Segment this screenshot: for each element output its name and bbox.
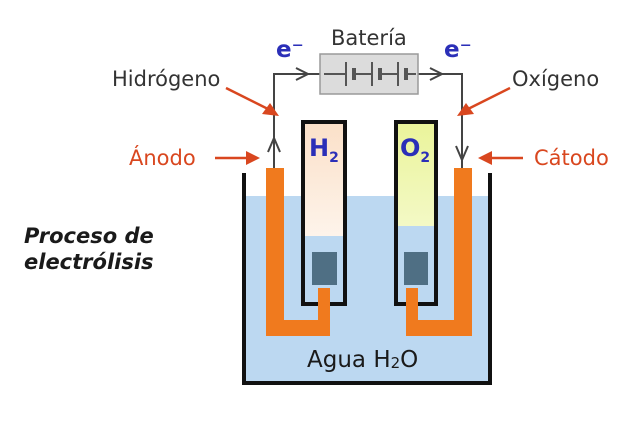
hydrogen-pointer-arrow: [225, 86, 279, 116]
oxygen-electrode-plate: [404, 252, 428, 285]
o2-subscript: 2: [420, 149, 431, 166]
cathode-pointer-arrow: [478, 151, 523, 165]
oxygen-label: Oxígeno: [512, 67, 600, 91]
h2-formula: H2: [309, 136, 339, 165]
water-suffix: O: [400, 347, 419, 373]
water: [246, 196, 488, 381]
h2-subscript: 2: [329, 149, 339, 166]
anode-pointer-arrow: [215, 151, 260, 165]
anode-electrode: [266, 168, 330, 336]
cathode-label: Cátodo: [534, 146, 609, 170]
electron-right-label: e⁻: [444, 37, 472, 63]
process-title-line2: electrólisis: [24, 250, 154, 274]
o2-formula: O2: [400, 136, 430, 165]
cathode-electrode: [406, 168, 472, 336]
o2-symbol: O: [400, 134, 421, 162]
battery-label: Batería: [331, 26, 407, 50]
water-subscript: 2: [390, 354, 401, 372]
container: [242, 173, 492, 385]
h2-symbol: H: [309, 134, 330, 162]
current-arrow-left-top: [295, 67, 311, 81]
anode-label: Ánodo: [129, 146, 196, 170]
process-title-line1: Proceso de: [24, 224, 154, 248]
hydrogen-electrode-plate: [312, 252, 337, 285]
water-label: Agua H2O: [307, 349, 418, 372]
water-text: Agua H: [307, 347, 391, 373]
current-arrow-right-top: [429, 67, 445, 81]
oxygen-pointer-arrow: [457, 86, 511, 116]
process-title: Proceso de electrólisis: [24, 223, 154, 275]
battery-cells-icon: [324, 62, 416, 86]
current-arrow-up: [267, 135, 281, 153]
current-arrow-down: [455, 145, 469, 163]
hydrogen-label: Hidrógeno: [112, 67, 221, 91]
electron-left-label: e⁻: [276, 37, 304, 63]
